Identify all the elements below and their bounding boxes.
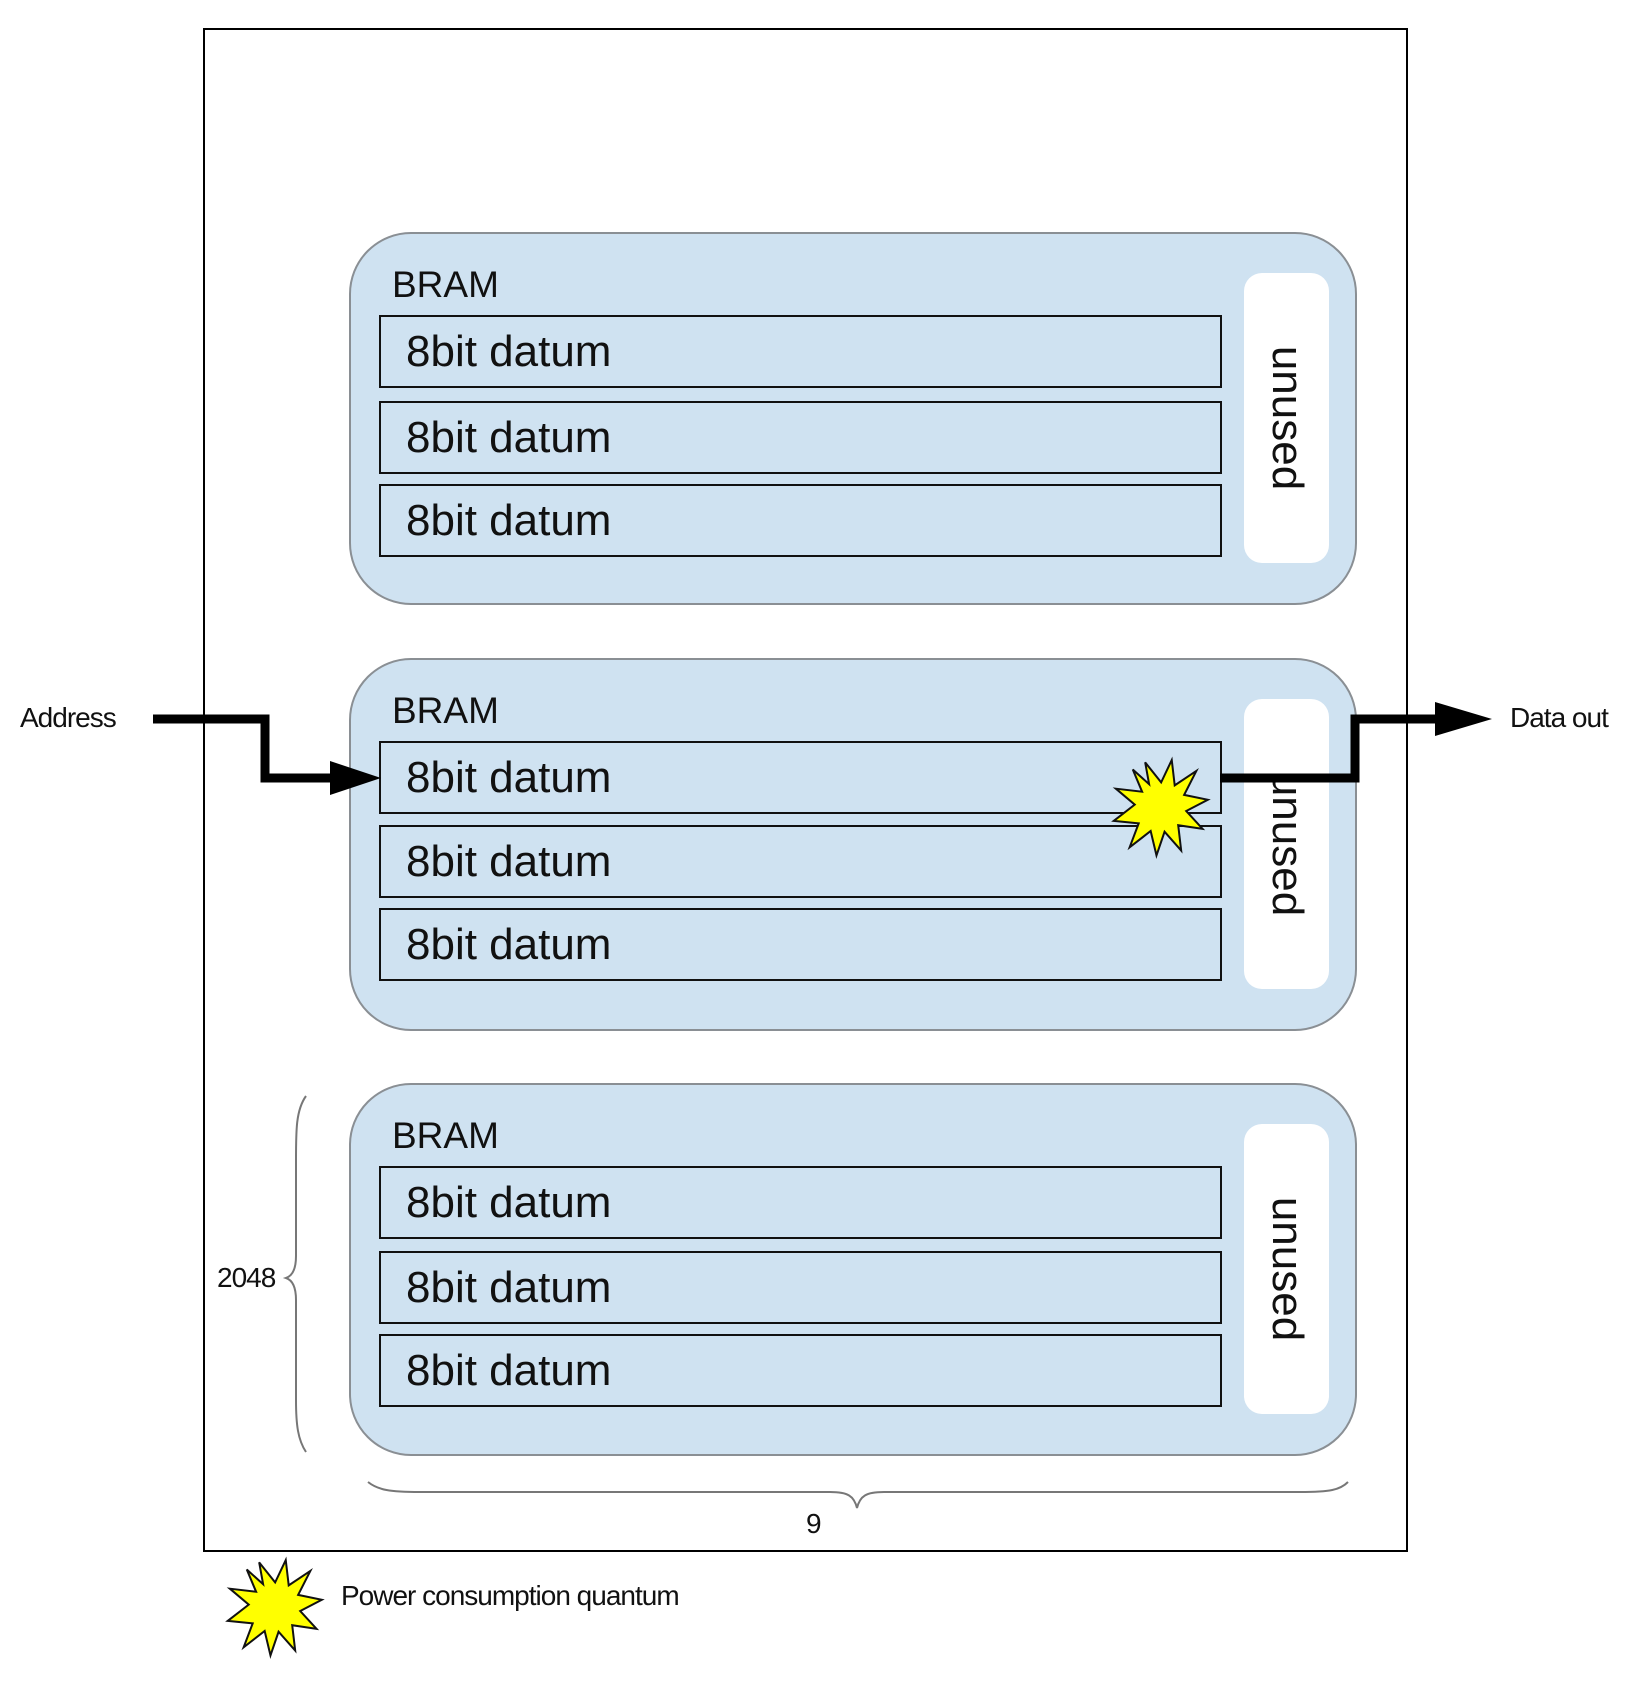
bram-title: BRAM (392, 690, 499, 731)
datum-row: 8bit datum (379, 401, 1222, 474)
datum-row: 8bit datum (379, 1251, 1222, 1324)
datum-row: 8bit datum (379, 315, 1222, 388)
unused-region: unused (1244, 273, 1329, 563)
datum-row: 8bit datum (379, 908, 1222, 981)
datum-label: 8bit datum (406, 920, 612, 969)
datum-label: 8bit datum (406, 837, 612, 886)
bram-block-2: BRAM 8bit datum 8bit datum 8bit datum un… (349, 658, 1357, 1031)
bram-block-1: BRAM 8bit datum 8bit datum 8bit datum un… (349, 232, 1357, 605)
bram-title: BRAM (392, 264, 499, 305)
address-arrow (153, 714, 340, 783)
bram-block-3: BRAM 8bit datum 8bit datum 8bit datum un… (349, 1083, 1357, 1456)
datum-row: 8bit datum (379, 1166, 1222, 1239)
datum-label: 8bit datum (406, 1178, 612, 1227)
datum-row: 8bit datum (379, 825, 1222, 898)
bram-title: BRAM (392, 1115, 499, 1156)
address-arrowhead (330, 761, 381, 795)
datum-label: 8bit datum (406, 753, 612, 802)
legend-label: Power consumption quantum (341, 1580, 680, 1611)
power-starburst-icon (1111, 756, 1211, 860)
data-out-arrow (1220, 714, 1440, 783)
address-label: Address (20, 702, 117, 733)
datum-row-active: 8bit datum (379, 741, 1222, 814)
unused-region: unused (1244, 699, 1329, 989)
data-out-label: Data out (1510, 702, 1609, 733)
height-count-label: 2048 (217, 1262, 276, 1293)
height-brace (282, 1095, 307, 1453)
datum-label: 8bit datum (406, 413, 612, 462)
datum-label: 8bit datum (406, 496, 612, 545)
datum-label: 8bit datum (406, 1346, 612, 1395)
width-brace (367, 1481, 1349, 1509)
data-out-arrowhead (1435, 702, 1492, 736)
datum-label: 8bit datum (406, 1263, 612, 1312)
legend-starburst-icon (225, 1556, 325, 1660)
datum-row: 8bit datum (379, 484, 1222, 557)
diagram-frame (203, 28, 1408, 1552)
unused-region: unused (1244, 1124, 1329, 1414)
width-count-label: 9 (806, 1508, 822, 1539)
datum-row: 8bit datum (379, 1334, 1222, 1407)
datum-label: 8bit datum (406, 327, 612, 376)
